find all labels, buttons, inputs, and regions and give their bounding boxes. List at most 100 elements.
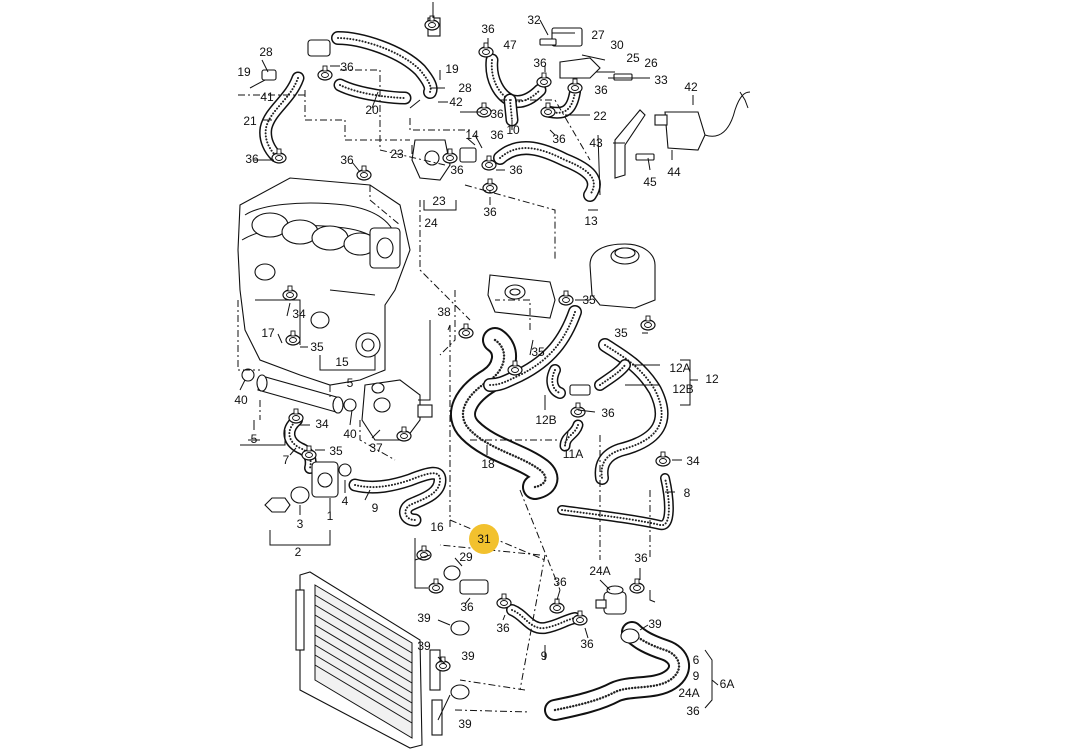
label-6a: 6A	[720, 677, 735, 691]
label-36: 36	[490, 107, 504, 121]
label-8: 8	[684, 486, 691, 500]
label-26: 26	[644, 56, 658, 70]
sensor-43	[654, 91, 751, 151]
label-36: 36	[483, 205, 497, 219]
label-20: 20	[365, 103, 379, 117]
expansion-tank	[589, 243, 656, 309]
label-35: 35	[614, 326, 628, 340]
oil-cooler	[311, 461, 339, 498]
label-43: 42	[684, 80, 698, 94]
hose-18	[450, 327, 559, 500]
hose-6	[544, 621, 690, 721]
label-39: 39	[417, 611, 431, 625]
label-3: 3	[297, 517, 304, 531]
label-39: 39	[648, 617, 662, 631]
label-5: 5	[251, 432, 258, 446]
label-39: 39	[458, 717, 472, 731]
hose-12	[483, 305, 669, 485]
highlight-circle[interactable]	[469, 524, 499, 554]
label-36: 36	[340, 153, 354, 167]
part-labels: 36 32 27 30 25 26 33 47 36 36 22 36 10 4…	[234, 13, 734, 731]
label-16: 16	[430, 520, 444, 534]
label-42: 41	[260, 90, 274, 104]
label-35: 35	[310, 340, 324, 354]
hoses	[259, 31, 690, 721]
label-35: 35	[582, 293, 596, 307]
label-36: 36	[533, 56, 547, 70]
label-4: 4	[342, 494, 349, 508]
label-6: 6	[693, 653, 700, 667]
label-39: 39	[417, 639, 431, 653]
label-31[interactable]: 31	[477, 532, 491, 546]
hose-20	[331, 31, 438, 105]
radiator	[295, 571, 443, 749]
label-34: 34	[315, 417, 329, 431]
label-36: 36	[634, 551, 648, 565]
bracket-44	[614, 109, 646, 179]
label-36: 36	[496, 621, 510, 635]
label-33: 33	[654, 73, 668, 87]
thermostat-housing	[361, 379, 433, 441]
coolant-flange-upper	[487, 274, 556, 319]
label-37: 37	[369, 441, 383, 455]
label-11a: 11A	[563, 447, 583, 461]
hose-13	[493, 141, 601, 202]
label-24a: 24A	[589, 564, 610, 578]
label-45: 44	[667, 165, 681, 179]
label-40: 40	[234, 393, 248, 407]
label-10: 9	[372, 501, 379, 515]
label-36: 36	[340, 60, 354, 74]
label-leaders	[239, 2, 719, 721]
label-11: 10	[506, 123, 520, 137]
label-35: 35	[329, 444, 343, 458]
engine-block	[237, 177, 411, 386]
label-5: 5	[347, 376, 354, 390]
label-19: 19	[237, 65, 251, 79]
label-15: 15	[335, 355, 349, 369]
highlight-callout-31[interactable]: 31	[469, 524, 499, 554]
label-36: 36	[601, 406, 615, 420]
label-2: 2	[295, 545, 302, 559]
label-35: 35	[531, 345, 545, 359]
small-parts	[241, 17, 655, 700]
label-34: 34	[686, 454, 700, 468]
label-40: 40	[343, 427, 357, 441]
label-36: 36	[580, 637, 594, 651]
label-36: 36	[481, 22, 495, 36]
label-21: 21	[243, 114, 257, 128]
label-13: 13	[584, 214, 598, 228]
label-36: 36	[553, 575, 567, 589]
label-36: 36	[460, 600, 474, 614]
label-7: 7	[283, 453, 290, 467]
coolant-pipe-15	[256, 374, 344, 414]
label-42: 42	[449, 95, 463, 109]
label-28: 28	[458, 81, 472, 95]
label-9: 9	[541, 649, 548, 663]
label-41: 39	[461, 649, 475, 663]
label-36: 36	[450, 163, 464, 177]
label-24: 24	[424, 216, 438, 230]
label-36: 36	[552, 132, 566, 146]
label-36: 36	[509, 163, 523, 177]
hose-10	[348, 466, 447, 527]
label-14: 14	[465, 128, 479, 142]
label-12b: 12B	[535, 413, 556, 427]
hose-21	[259, 71, 305, 163]
hose-8	[557, 473, 674, 530]
label-38: 38	[437, 305, 451, 319]
label-12b: 12B	[672, 382, 693, 396]
hose-9	[506, 604, 581, 635]
label-23: 23	[432, 194, 446, 208]
label-28: 28	[259, 45, 273, 59]
label-32: 32	[527, 13, 541, 27]
label-12: 12	[705, 372, 719, 386]
label-27: 27	[591, 28, 605, 42]
label-36: 36	[245, 152, 259, 166]
label-47: 47	[503, 38, 517, 52]
label-9: 9	[693, 669, 700, 683]
label-36: 36	[686, 704, 700, 718]
label-36: 36	[594, 83, 608, 97]
label-19: 19	[445, 62, 459, 76]
label-44: 43	[589, 136, 603, 150]
